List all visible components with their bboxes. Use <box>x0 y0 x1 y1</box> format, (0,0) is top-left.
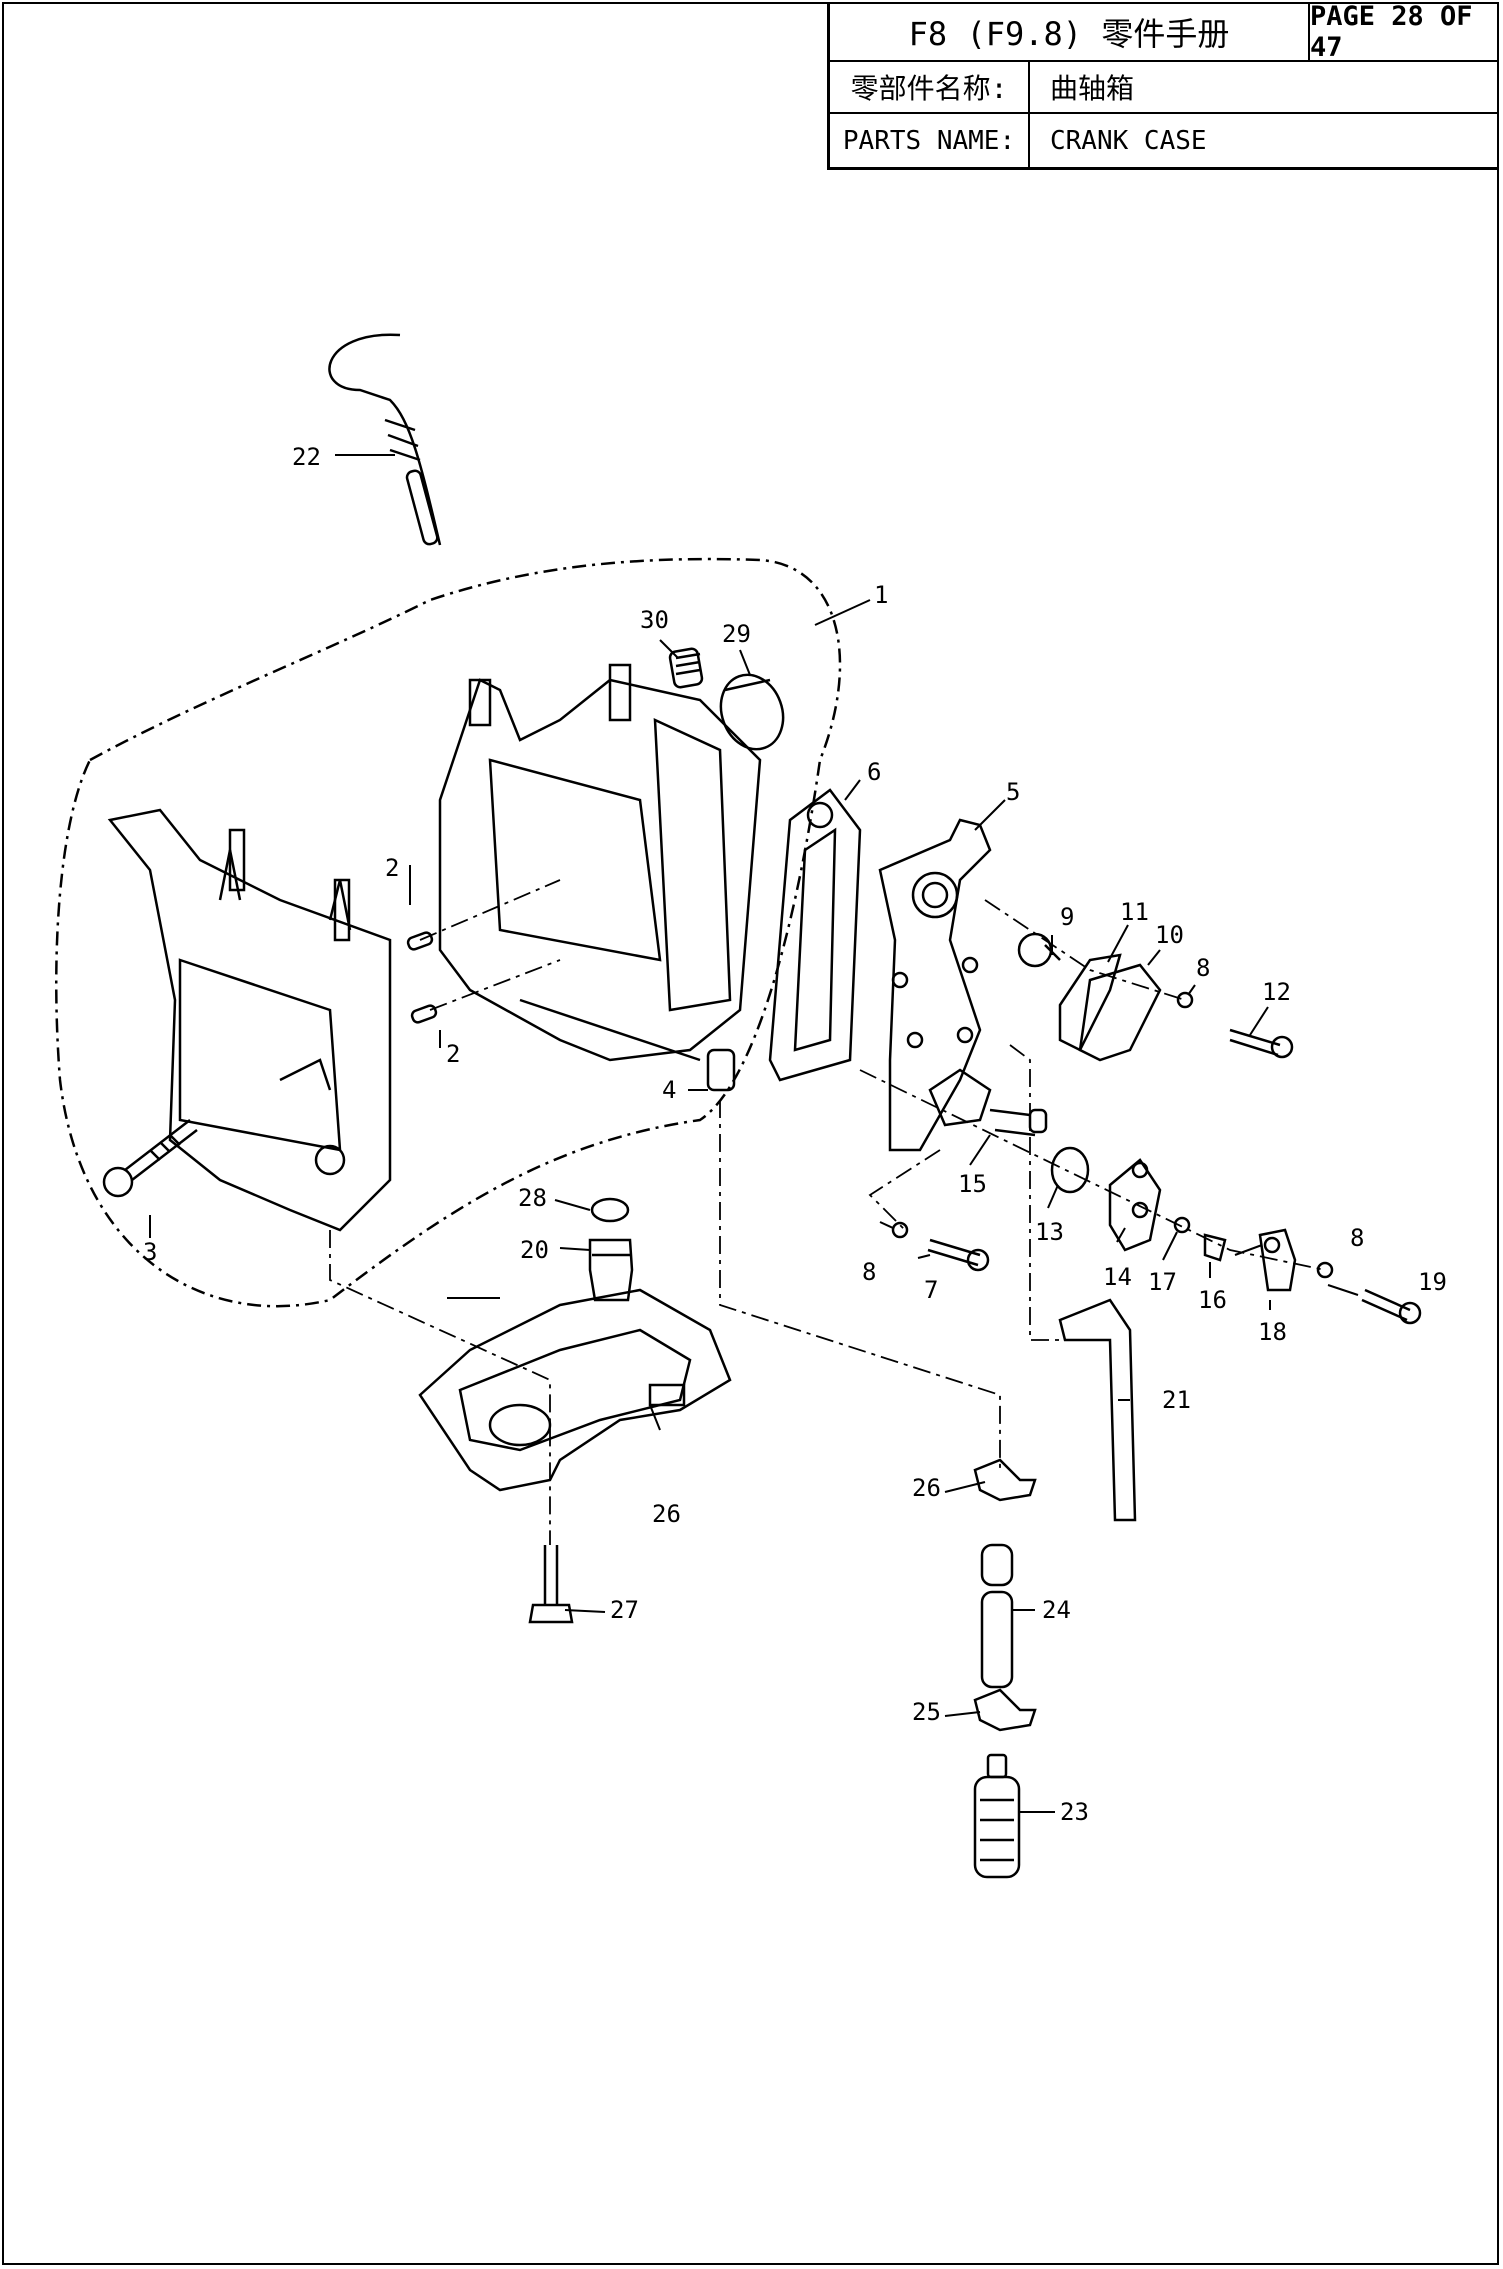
manual-title: F8 (F9.8) 零件手册 <box>908 15 1230 53</box>
washer-17 <box>1173 1216 1191 1234</box>
en-name-value: CRANK CASE <box>1028 114 1497 167</box>
callout-13: 13 <box>1035 1218 1064 1246</box>
shaft-15 <box>989 1108 1036 1137</box>
callout-21: 21 <box>1162 1386 1191 1414</box>
cover-plate-5 <box>878 818 992 1152</box>
sleeve-4 <box>706 1048 736 1092</box>
callout-3: 3 <box>143 1238 157 1266</box>
en-name-label: PARTS NAME: <box>842 125 1016 156</box>
title-row: F8 (F9.8) 零件手册 PAGE 28 OF 47 <box>830 1 1497 63</box>
bracket-10 <box>1078 963 1162 1062</box>
screw-16 <box>1203 1233 1227 1262</box>
callout-29: 29 <box>722 620 751 648</box>
callout-8-right: 8 <box>1350 1224 1364 1252</box>
hose-segment-24 <box>980 1543 1014 1689</box>
callout-30: 30 <box>640 606 669 634</box>
callout-26-clamp: 26 <box>912 1474 941 1502</box>
gasket-6 <box>768 788 862 1082</box>
bolt-3 <box>102 1119 198 1198</box>
callout-17: 17 <box>1148 1268 1177 1296</box>
callout-27: 27 <box>610 1596 639 1624</box>
callout-26-base: 26 <box>652 1500 681 1528</box>
plug-part <box>668 647 704 689</box>
bolt-27 <box>528 1545 574 1624</box>
dipstick-part <box>328 333 442 546</box>
cn-name-row: 零部件名称: 曲轴箱 <box>830 62 1497 114</box>
collar-13 <box>1050 1146 1090 1194</box>
callout-10: 10 <box>1155 921 1184 949</box>
callout-25: 25 <box>912 1698 941 1726</box>
en-name-row: PARTS NAME: CRANK CASE <box>830 114 1497 167</box>
callout-16: 16 <box>1198 1286 1227 1314</box>
callout-9: 9 <box>1060 903 1074 931</box>
callout-20: 20 <box>520 1236 549 1264</box>
callout-24: 24 <box>1042 1596 1071 1624</box>
dowel-pin-lower <box>410 1004 438 1024</box>
callout-8-left: 8 <box>862 1258 876 1286</box>
dowel-pin-upper <box>406 931 434 951</box>
bolt-12 <box>1229 1028 1281 1057</box>
callout-7: 7 <box>924 1276 938 1304</box>
callout-28: 28 <box>518 1184 547 1212</box>
callout-18: 18 <box>1258 1318 1287 1346</box>
link-14 <box>1108 1158 1162 1252</box>
bracket-11 <box>1058 953 1122 1052</box>
callout-23: 23 <box>1060 1798 1089 1826</box>
hose-clamp-25 <box>973 1688 1037 1732</box>
callout-1: 1 <box>874 581 888 609</box>
fitting-20 <box>588 1238 634 1302</box>
cn-name-label: 零部件名称: <box>850 72 1008 105</box>
callout-2-upper: 2 <box>385 854 399 882</box>
callout-19: 19 <box>1418 1268 1447 1296</box>
cylinder-block <box>438 663 762 1062</box>
washer-8-upper <box>1176 991 1194 1009</box>
callout-2-lower: 2 <box>446 1040 460 1068</box>
page-number: PAGE 28 OF 47 <box>1308 1 1497 63</box>
oring-28 <box>590 1197 630 1223</box>
callout-15: 15 <box>958 1170 987 1198</box>
bushing-part <box>719 673 785 751</box>
callout-12: 12 <box>1262 978 1291 1006</box>
washer-8-right <box>1316 1261 1334 1279</box>
crank-case-left-half <box>107 808 392 1232</box>
base-gasket-26 <box>418 1288 732 1492</box>
callout-14: 14 <box>1103 1263 1132 1291</box>
screw-9 <box>1017 932 1061 968</box>
callout-5: 5 <box>1006 778 1020 806</box>
hose-21 <box>1058 1298 1137 1522</box>
cn-name-value: 曲轴箱 <box>1028 62 1497 112</box>
callout-8-upper: 8 <box>1196 954 1210 982</box>
lug-18 <box>1258 1228 1297 1292</box>
fuel-filter-23 <box>973 1753 1021 1879</box>
callout-22: 22 <box>292 443 321 471</box>
hose-clamp-26 <box>973 1458 1037 1502</box>
callout-4: 4 <box>662 1076 676 1104</box>
washer-8-left <box>891 1221 909 1239</box>
callout-11: 11 <box>1120 898 1149 926</box>
assembly-boundary <box>55 557 842 1308</box>
title-block: F8 (F9.8) 零件手册 PAGE 28 OF 47 零部件名称: 曲轴箱 … <box>827 1 1497 170</box>
callout-6: 6 <box>867 758 881 786</box>
